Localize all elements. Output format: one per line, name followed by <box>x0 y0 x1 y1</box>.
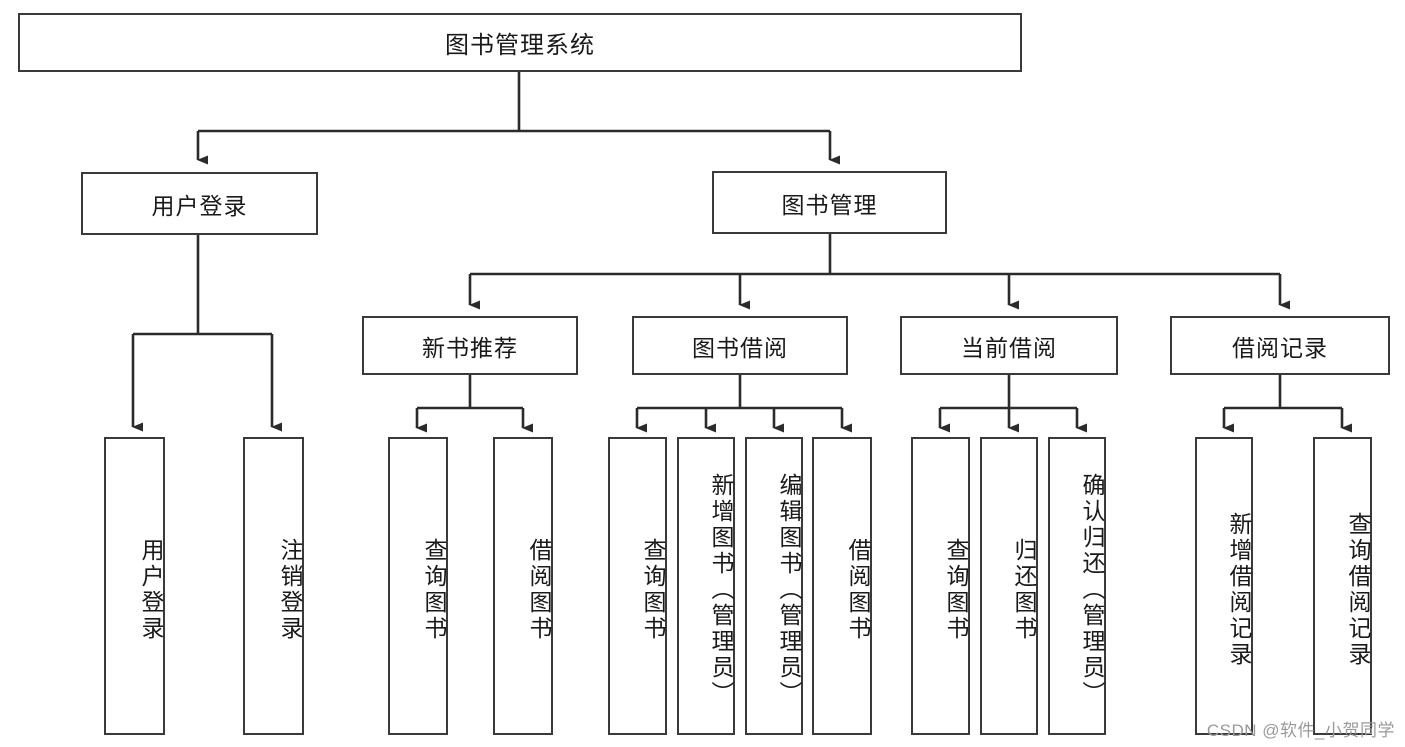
node-new-book-recommend[interactable]: 新书推荐 <box>362 316 578 375</box>
node-label: 编辑图书（管理员） <box>776 473 802 707</box>
leaf-logout-login[interactable]: 注销登录 <box>243 437 304 735</box>
node-label: 借阅记录 <box>1232 334 1328 361</box>
node-label: 借阅图书 <box>845 538 871 642</box>
leaf-query-book-2[interactable]: 查询图书 <box>608 437 667 735</box>
node-book-management[interactable]: 图书管理 <box>712 171 947 234</box>
node-user-login[interactable]: 用户登录 <box>81 172 318 235</box>
leaf-add-record[interactable]: 新增借阅记录 <box>1195 437 1253 735</box>
leaf-user-login[interactable]: 用户登录 <box>104 437 165 735</box>
node-label: 用户登录 <box>138 538 164 642</box>
node-label: 图书借阅 <box>692 334 788 361</box>
node-label: 查询图书 <box>421 538 447 642</box>
leaf-query-record[interactable]: 查询借阅记录 <box>1313 437 1372 735</box>
node-book-borrow[interactable]: 图书借阅 <box>632 316 848 375</box>
leaf-query-book-3[interactable]: 查询图书 <box>911 437 970 735</box>
leaf-borrow-book-2[interactable]: 借阅图书 <box>812 437 872 735</box>
node-label: 新书推荐 <box>422 334 518 361</box>
leaf-return-book[interactable]: 归还图书 <box>980 437 1038 735</box>
node-label: 用户登录 <box>151 192 248 219</box>
node-current-borrow[interactable]: 当前借阅 <box>900 316 1118 375</box>
watermark: CSDN @软件_小贺同学 <box>1206 721 1395 740</box>
node-label: 确认归还（管理员） <box>1079 473 1105 707</box>
node-borrow-record[interactable]: 借阅记录 <box>1170 316 1390 375</box>
node-label: 查询图书 <box>640 538 666 642</box>
leaf-query-book-1[interactable]: 查询图书 <box>388 437 448 735</box>
leaf-borrow-book-1[interactable]: 借阅图书 <box>493 437 553 735</box>
leaf-confirm-return[interactable]: 确认归还（管理员） <box>1048 437 1106 735</box>
node-label: 查询借阅记录 <box>1345 512 1371 668</box>
node-label: 图书管理 <box>781 191 878 218</box>
node-label: 注销登录 <box>277 538 303 642</box>
node-root-book-management-system[interactable]: 图书管理系统 <box>18 13 1022 72</box>
node-label: 归还图书 <box>1011 538 1037 642</box>
leaf-edit-book[interactable]: 编辑图书（管理员） <box>745 437 803 735</box>
leaf-add-book[interactable]: 新增图书（管理员） <box>677 437 735 735</box>
node-label: 新增借阅记录 <box>1226 512 1252 668</box>
node-label: 新增图书（管理员） <box>708 473 734 707</box>
node-label: 查询图书 <box>943 538 969 642</box>
node-label: 图书管理系统 <box>445 32 595 59</box>
node-label: 当前借阅 <box>961 334 1057 361</box>
node-label: 借阅图书 <box>526 538 552 642</box>
